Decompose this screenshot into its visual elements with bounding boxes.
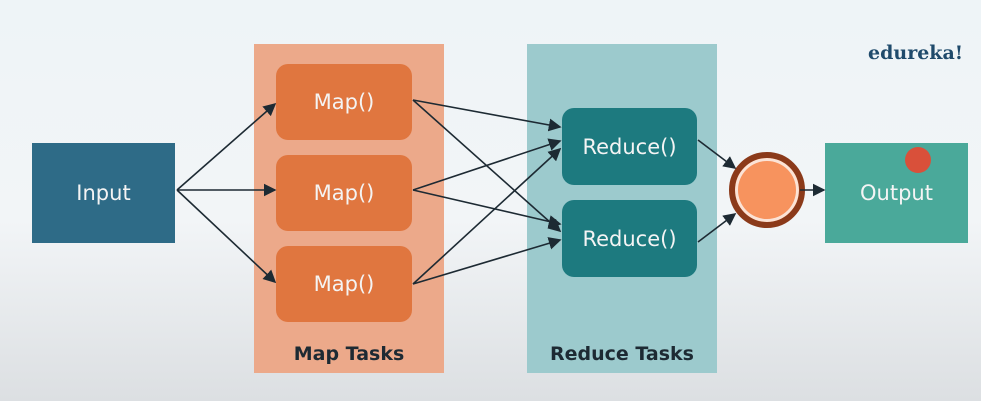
reduce-node: Reduce() <box>562 108 697 185</box>
reduce-tasks-label: Reduce Tasks <box>550 343 694 365</box>
arrow <box>697 213 737 243</box>
map-tasks-label: Map Tasks <box>293 343 405 365</box>
map-node: Map() <box>276 246 412 322</box>
arrow <box>412 147 562 285</box>
arrow <box>412 99 562 132</box>
arrow <box>176 102 277 191</box>
arrow <box>412 237 562 285</box>
output-node: Output <box>825 143 968 243</box>
arrow <box>412 138 562 191</box>
arrow <box>697 139 737 169</box>
arrow <box>412 189 562 228</box>
arrow <box>176 189 277 284</box>
input-node: Input <box>32 143 175 243</box>
reduce-node: Reduce() <box>562 200 697 277</box>
map-node: Map() <box>276 155 412 231</box>
red-dot-marker <box>905 147 931 173</box>
map-node: Map() <box>276 64 412 140</box>
logo: edureka! <box>868 42 964 64</box>
